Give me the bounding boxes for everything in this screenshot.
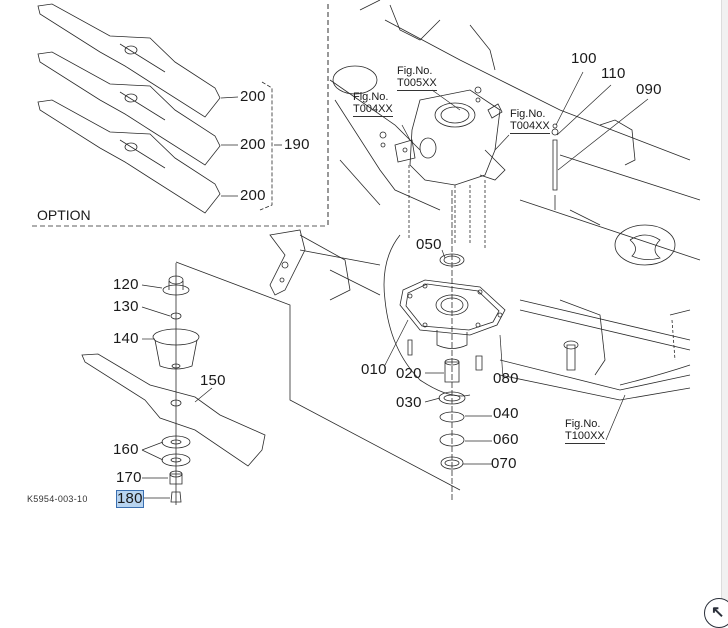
drawing-id: K5954-003-10 xyxy=(27,494,88,504)
figure-ref-t100xx[interactable]: Fig.No. T100XX xyxy=(565,418,605,444)
option-blade-2 xyxy=(37,51,221,166)
figure-ref-code: T004XX xyxy=(353,103,393,117)
part-label-060[interactable]: 060 xyxy=(493,431,519,448)
part-label-080[interactable]: 080 xyxy=(493,370,519,387)
part-label-140[interactable]: 140 xyxy=(113,330,139,347)
part-label-070[interactable]: 070 xyxy=(491,455,517,472)
expand-button[interactable]: ↖ xyxy=(704,598,728,628)
figure-ref-prefix: Fig.No. xyxy=(397,65,433,77)
part-label-130[interactable]: 130 xyxy=(113,298,139,315)
part-label-090[interactable]: 090 xyxy=(636,81,662,98)
figure-ref-prefix: Fig.No. xyxy=(510,108,546,120)
part-label-200-b[interactable]: 200 xyxy=(240,136,266,153)
gearbox xyxy=(379,86,506,250)
part-label-100[interactable]: 100 xyxy=(571,50,597,67)
part-label-200-a[interactable]: 200 xyxy=(240,88,266,105)
vertical-scrollbar[interactable] xyxy=(721,0,728,615)
part-label-110[interactable]: 110 xyxy=(601,65,626,82)
figure-ref-prefix: Fig.No. xyxy=(353,91,389,103)
figure-ref-prefix: Fig.No. xyxy=(565,418,601,430)
figure-ref-code: T004XX xyxy=(510,120,550,134)
part-label-050[interactable]: 050 xyxy=(416,236,442,253)
figure-ref-t004xx-left[interactable]: Fig.No. T004XX xyxy=(353,91,393,117)
leader-lines xyxy=(141,71,649,499)
part-label-120[interactable]: 120 xyxy=(113,276,139,293)
part-label-170[interactable]: 170 xyxy=(116,469,142,486)
pin-assembly xyxy=(551,123,559,210)
part-label-160[interactable]: 160 xyxy=(113,441,139,458)
option-blade-3 xyxy=(37,99,221,214)
part-label-020[interactable]: 020 xyxy=(396,365,422,382)
expand-arrow-icon: ↖ xyxy=(711,604,725,621)
part-label-150[interactable]: 150 xyxy=(200,372,226,389)
mower-deck xyxy=(175,0,701,491)
part-label-180-selected[interactable]: 180 xyxy=(116,490,144,508)
option-blade-1 xyxy=(37,3,221,118)
part-label-030[interactable]: 030 xyxy=(396,394,422,411)
option-title: OPTION xyxy=(37,207,91,223)
blade-assembly xyxy=(81,263,266,505)
figure-ref-t004xx-right[interactable]: Fig.No. T004XX xyxy=(510,108,550,134)
parts-diagram: OPTION 200 200 200 190 120 130 140 150 1… xyxy=(27,0,701,508)
spindle-housing xyxy=(399,190,506,500)
part-label-010[interactable]: 010 xyxy=(361,361,387,378)
figure-ref-code: T005XX xyxy=(397,77,437,91)
part-label-200-c[interactable]: 200 xyxy=(240,187,266,204)
diagram-linework xyxy=(32,0,701,505)
figure-ref-code: T100XX xyxy=(565,430,605,444)
part-label-040[interactable]: 040 xyxy=(493,405,519,422)
figure-ref-t005xx[interactable]: Fig.No. T005XX xyxy=(397,65,437,91)
part-label-190[interactable]: 190 xyxy=(284,136,310,153)
